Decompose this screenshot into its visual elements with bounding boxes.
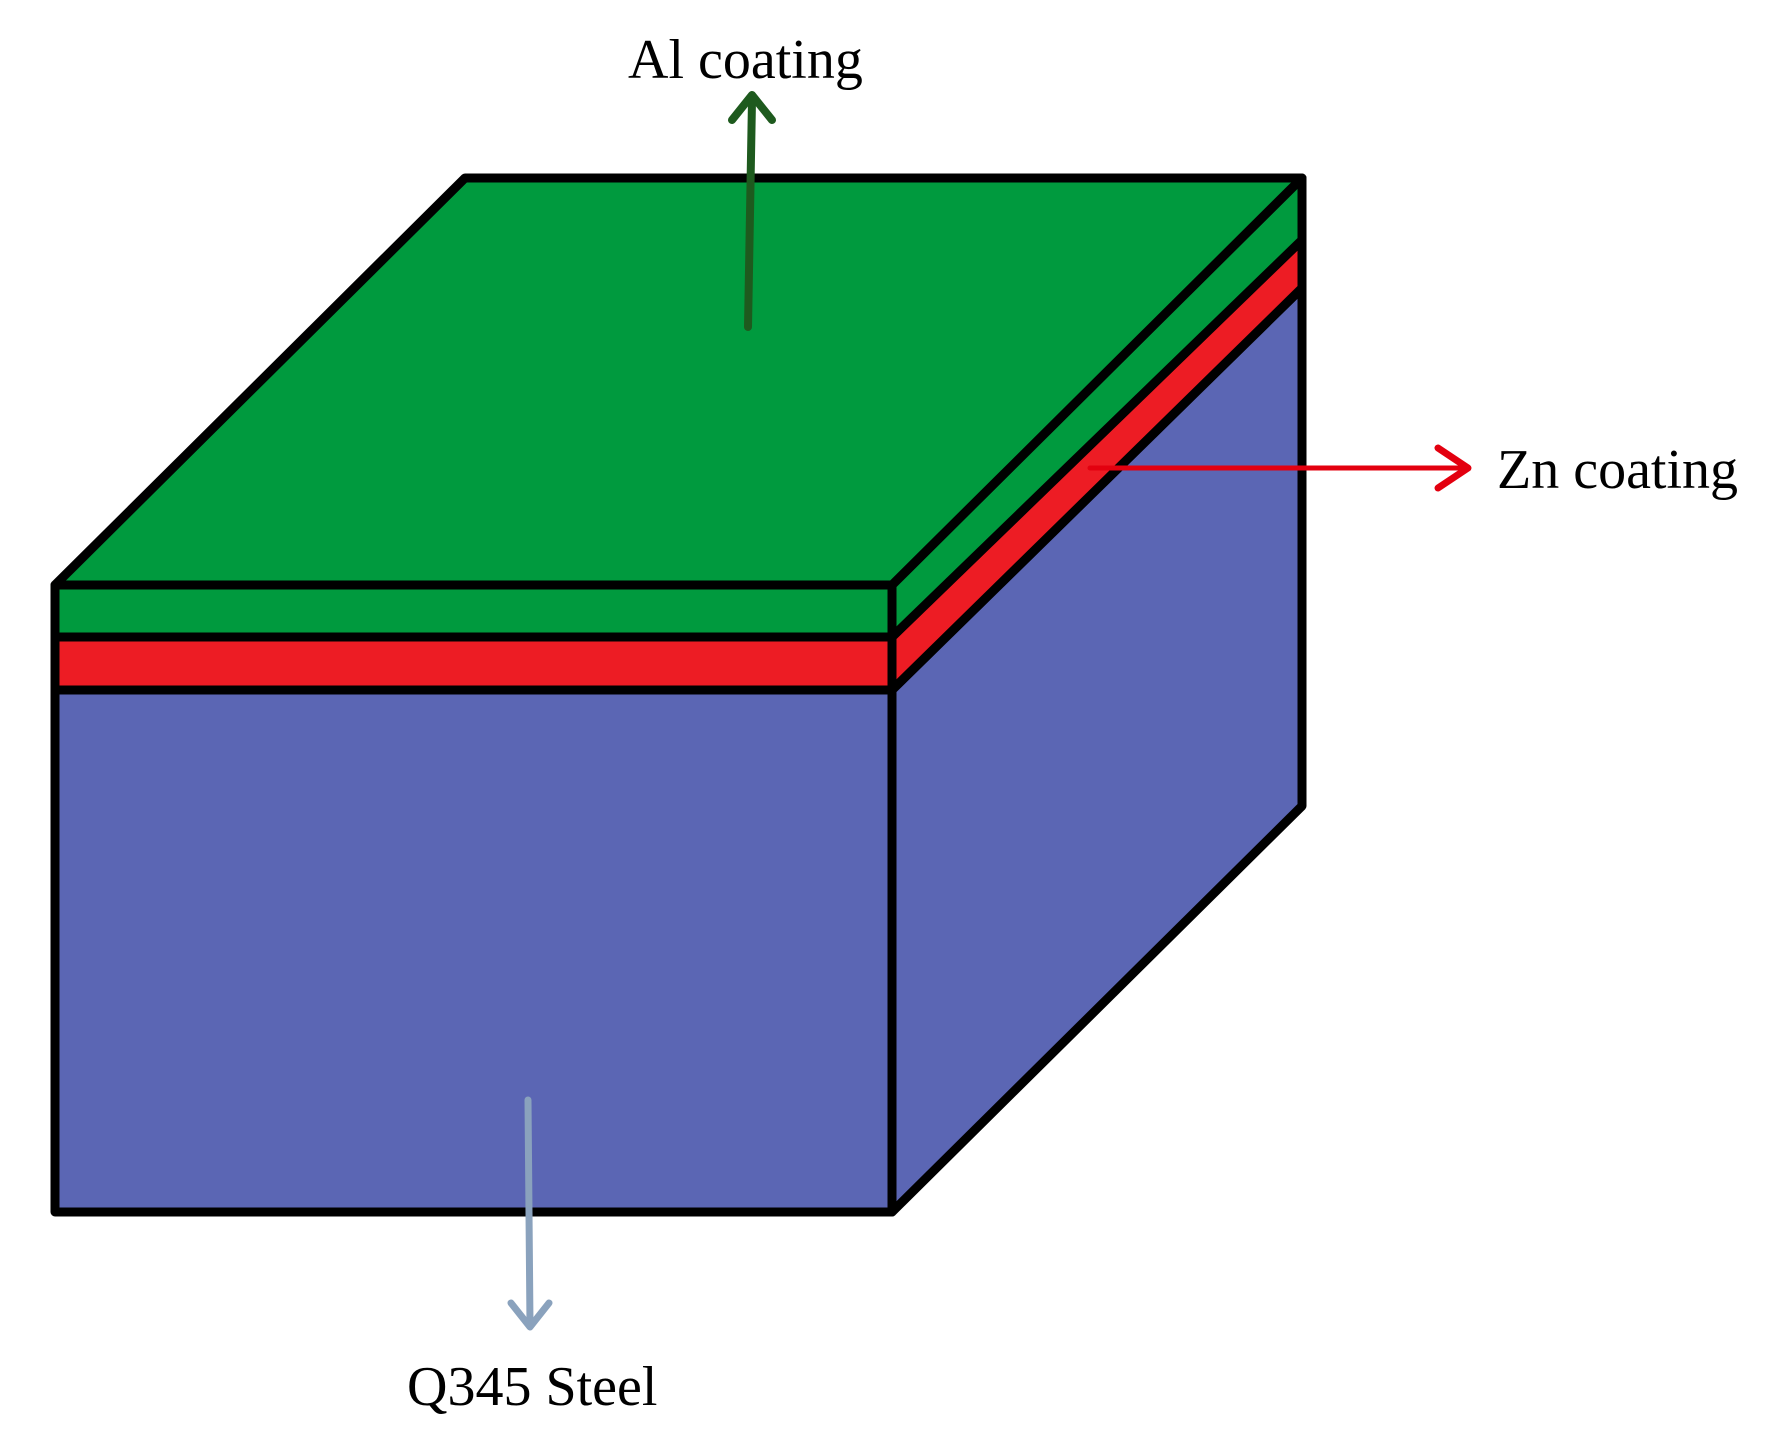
zn-layer-front <box>50 632 897 695</box>
al-layer-top-face <box>50 173 1307 590</box>
zn-coating-label: Zn coating <box>1497 439 1738 501</box>
steel-label: Q345 Steel <box>407 1356 657 1418</box>
al-coating-label: Al coating <box>628 29 863 91</box>
al-layer-front <box>50 580 897 642</box>
steel-front-face <box>50 685 897 1217</box>
steel-arrow <box>507 1096 553 1331</box>
al-coating-arrow <box>728 91 776 331</box>
zn-coating-arrow <box>1087 444 1472 492</box>
